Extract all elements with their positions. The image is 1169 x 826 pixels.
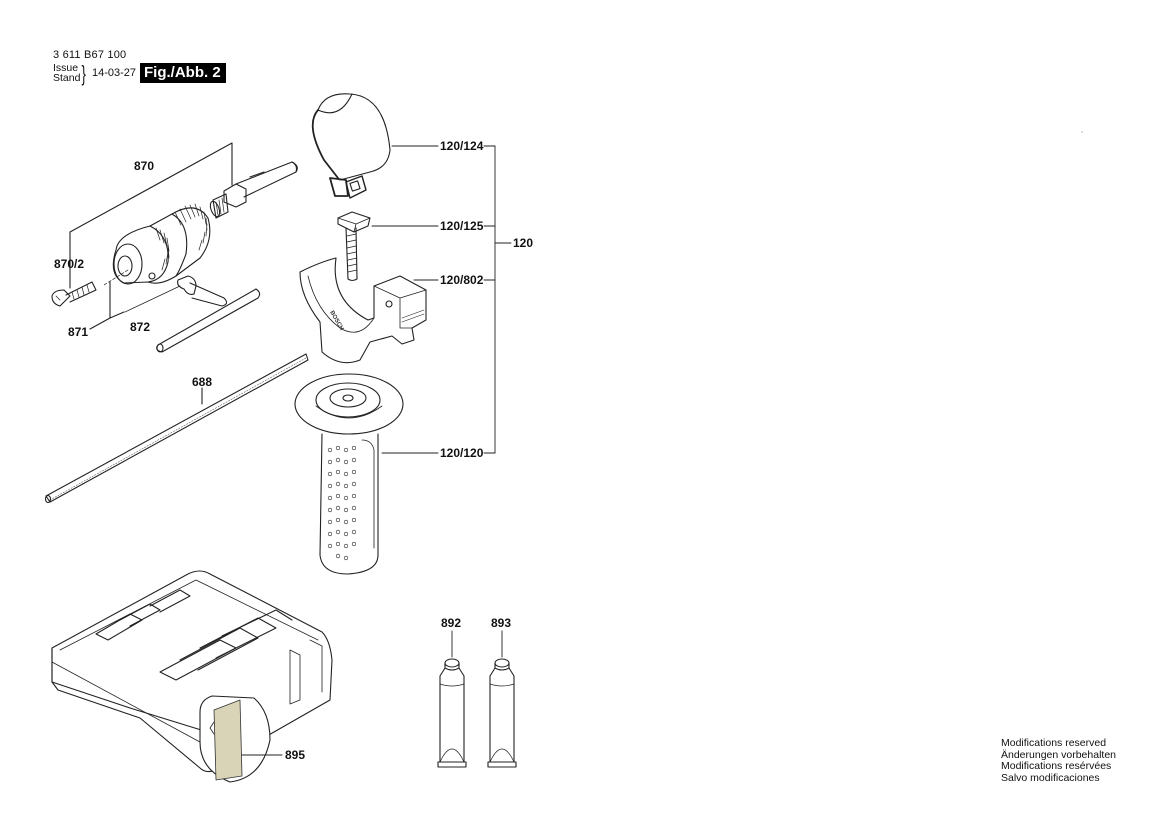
document-number: 3 611 B67 100 [53,49,127,61]
part-label-120-125: 120/125 [440,219,484,233]
issue-date: 14-03-27 [92,67,137,79]
case-label-detail [199,695,283,783]
t-bolt [337,211,371,282]
grip-dot-pattern [327,445,357,561]
note-line-fr: Modifications resérvées [1001,760,1112,772]
part-label-871: 871 [68,325,89,339]
modifications-note: Modifications reserved Änderungen vorbeh… [1001,737,1117,784]
part-label-688: 688 [192,375,213,389]
part-label-120-802: 120/802 [440,273,484,287]
stray-dot [1081,131,1083,133]
issue-labels: Issue Stand [53,62,81,84]
chuck-key [156,275,261,353]
part-label-872: 872 [130,320,151,334]
svg-text:BOSCH: BOSCH [328,310,344,332]
brace-symbol: } [81,61,86,86]
issue-label: Issue [53,62,79,74]
stand-label: Stand [53,72,81,84]
drill-chuck-assembly [51,142,298,353]
part-label-120-124: 120/124 [440,139,484,153]
note-line-en: Modifications reserved [1001,737,1107,749]
part-label-120-120: 120/120 [440,446,484,460]
part-label-893: 893 [491,616,512,630]
note-line-de: Änderungen vorbehalten [1001,748,1117,761]
handle-grip [294,373,404,575]
clamping-band [311,93,391,199]
part-label-870-2: 870/2 [54,257,85,271]
part-label-895: 895 [285,748,306,762]
countersunk-screw [51,281,97,307]
part-label-892: 892 [441,616,462,630]
part-label-870: 870 [134,159,155,173]
leader-lines-120 [371,145,512,454]
figure-badge: Fig./Abb. 2 [140,63,226,83]
note-line-es: Salvo modificaciones [1001,771,1100,784]
depth-stop-rod [44,353,309,504]
grease-tube-892 [437,630,467,768]
part-label-120: 120 [513,236,534,250]
handle-holder: BOSCH [299,257,427,364]
grease-tube-893 [487,630,517,768]
chuck-body [112,203,211,285]
carrying-case [51,570,333,773]
sds-adapter [209,161,298,219]
